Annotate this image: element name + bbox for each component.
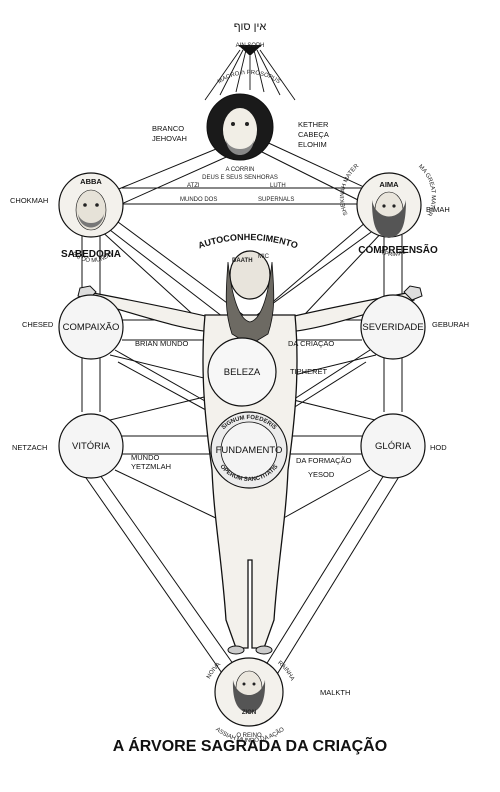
luth-label: LUTH xyxy=(270,183,286,189)
sephirah-yesod: SIGNUM FOEDERIS OPERUM SANCTITATIS xyxy=(210,411,288,489)
mundo-dos-label: MUNDO DOS xyxy=(180,197,217,203)
kether-elohim: ELOHIM xyxy=(298,140,327,149)
sephirah-malkuth: NOIVA RAINHA ASSIAH MUNDO DA AÇÃO xyxy=(206,657,295,744)
mundo-label: MUNDO xyxy=(131,453,159,462)
netzach-side: NETZACH xyxy=(12,443,47,452)
tree-paths xyxy=(81,139,403,677)
kether-side-1: BRANCO xyxy=(152,124,184,133)
chokmah-side: CHOKMAH xyxy=(10,196,48,205)
severidade-label: SEVERIDADE xyxy=(362,322,423,333)
sephirah-kether: MACRO ה PROSOPUS xyxy=(206,70,281,161)
abba-label: ABBA xyxy=(80,177,102,186)
supernals-label: SUPERNALS xyxy=(258,197,294,203)
vitoria-label: VITÓRIA xyxy=(72,441,111,452)
da-formacao-label: DA FORMAÇÃO xyxy=(296,456,352,465)
kether-cabeca: CABEÇA xyxy=(298,130,329,139)
autoconhecimento-arc: AUTOCONHECIMENTO xyxy=(197,232,300,251)
page-title: A ÁRVORE SAGRADA DA CRIAÇÃO xyxy=(112,738,388,755)
daath-side: MIC xyxy=(258,254,270,260)
compreensao-label: COMPREENSÃO xyxy=(358,243,438,256)
chesed-side: CHESED xyxy=(22,320,54,329)
sephirah-netzach xyxy=(58,413,124,479)
geburah-side: GEBURAH xyxy=(432,320,469,329)
kether-side-2: JEHOVAH xyxy=(152,134,187,143)
aima-label: AIMA xyxy=(379,180,399,189)
o-reino-label: O REINO xyxy=(236,733,262,739)
sephirah-geburah xyxy=(360,294,426,360)
malkuth-side: MALKTH xyxy=(320,688,350,697)
da-criacao-label: DA CRIAÇÃO xyxy=(288,339,334,348)
brian-mundo-label: BRIAN MUNDO xyxy=(135,339,189,348)
atzi-label: ATZI xyxy=(187,183,200,189)
compaixao-label: COMPAIXÃO xyxy=(63,322,120,333)
ain-soph-fan xyxy=(238,45,262,55)
sephirah-tiphereth xyxy=(207,337,277,407)
sephirah-chokmah: PAI DO MUNDO xyxy=(58,172,124,264)
tipheret-side: TIPHERET xyxy=(290,367,328,376)
yesod-side: YESOD xyxy=(308,470,335,479)
svg-text:A PRIMAL: A PRIMAL xyxy=(378,249,407,258)
sephirah-chesed xyxy=(58,294,124,360)
beleza-label: BELEZA xyxy=(224,367,261,378)
binah-side: BIMAH xyxy=(426,205,450,214)
sephirah-hod xyxy=(360,413,426,479)
gloria-label: GLÓRIA xyxy=(375,441,412,452)
divine-rays xyxy=(204,49,296,101)
ain-soph-label: AIN SOPH xyxy=(236,43,265,49)
zion-label: ZION xyxy=(242,710,256,716)
daath-label: DAATH xyxy=(232,258,253,264)
hod-side: HOD xyxy=(430,443,447,452)
kether-under-1: A CORRIN xyxy=(225,167,254,173)
kether-label: KETHER xyxy=(298,120,329,129)
fundamento-label: FUNDAMENTO xyxy=(216,445,283,456)
hebrew-ain-soph: אין סוף xyxy=(234,21,267,33)
kether-under-2: DEUS E SEUS SENHORAS xyxy=(202,175,278,181)
sabedoria-label: SABEDORIA xyxy=(61,249,121,260)
text-labels: אין סוף AIN SOPH BRANCO JEHOVAH KETHER C… xyxy=(10,21,469,739)
yetzirah-label: YETZMLAH xyxy=(131,462,171,471)
